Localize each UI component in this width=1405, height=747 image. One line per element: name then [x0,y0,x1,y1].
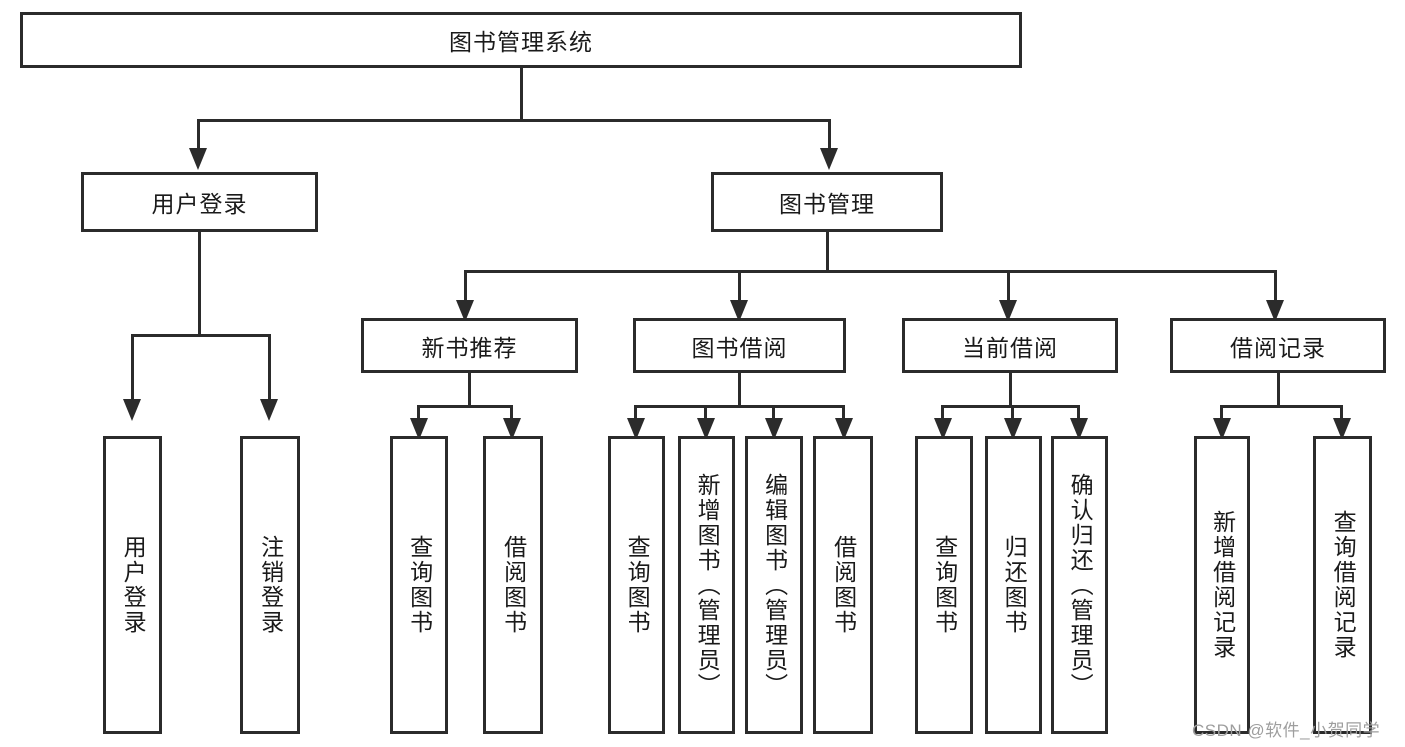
node-label: 图书管理 [779,191,875,217]
arrowhead-leaf-confirm-return [1070,418,1088,440]
node-leaf-add-record[interactable]: 新增借阅记录 [1194,436,1250,734]
arrowhead-to-new-book-recommend [456,300,474,322]
edge-nbr-drop-2 [510,405,513,421]
node-leaf-add-book[interactable]: 新增图书（管理员） [678,436,735,734]
edge-to-borrow-record [1274,270,1277,301]
node-label: 编辑图书（管理员） [761,472,788,698]
node-leaf-user-login[interactable]: 用户登录 [103,436,162,734]
edge-bb-drop-3 [772,405,775,421]
node-label: 注销登录 [257,535,284,635]
edge-borrow-record-stem [1277,373,1280,405]
edge-bb-drop-1 [634,405,637,421]
arrowhead-leaf-query-book-2 [627,418,645,440]
edge-cb-drop-1 [941,405,944,421]
edge-new-book-recommend-stem [468,373,471,405]
node-leaf-borrow-book-2[interactable]: 借阅图书 [813,436,873,734]
arrowhead-to-book-borrow [730,300,748,322]
arrowhead-leaf-query-record [1333,418,1351,440]
node-leaf-query-book-2[interactable]: 查询图书 [608,436,665,734]
node-book-management[interactable]: 图书管理 [711,172,943,232]
arrowhead-to-borrow-record [1266,300,1284,322]
edge-to-book-management [828,119,831,149]
arrowhead-to-user-login [189,148,207,170]
node-label: 新增借阅记录 [1209,510,1236,660]
node-label: 确认归还（管理员） [1067,472,1094,698]
node-leaf-logout-login[interactable]: 注销登录 [240,436,300,734]
edge-bb-drop-4 [842,405,845,421]
arrowhead-to-book-management [820,148,838,170]
node-user-login[interactable]: 用户登录 [81,172,318,232]
edge-cb-drop-3 [1077,405,1080,421]
node-new-book-recommend[interactable]: 新书推荐 [361,318,578,373]
node-label: 图书借阅 [691,334,788,361]
arrowhead-leaf-return-book [1004,418,1022,440]
node-leaf-query-book-1[interactable]: 查询图书 [390,436,448,734]
arrowhead-leaf-borrow-book-2 [835,418,853,440]
node-leaf-edit-book[interactable]: 编辑图书（管理员） [745,436,803,734]
node-label: 归还图书 [1001,535,1028,635]
edge-to-book-borrow [738,270,741,301]
node-book-borrow[interactable]: 图书借阅 [633,318,846,373]
edge-br-drop-2 [1340,405,1343,421]
edge-book-management-stem [826,232,829,271]
node-label: 新增图书（管理员） [694,472,721,698]
watermark-text: CSDN @软件_小贺同学 [1192,721,1381,740]
arrowhead-leaf-logout-login [260,399,278,421]
edge-borrow-record-bar [1220,405,1343,408]
edge-book-borrow-stem [738,373,741,405]
edge-user-login-stem [198,232,201,334]
node-label: 查询图书 [624,535,651,635]
node-label: 借阅记录 [1230,334,1326,361]
edge-user-login-bar [131,334,271,337]
node-leaf-borrow-book-1[interactable]: 借阅图书 [483,436,543,734]
node-label: 图书管理系统 [449,29,593,55]
edge-bb-drop-2 [704,405,707,421]
node-book-management-system[interactable]: 图书管理系统 [20,12,1022,68]
edge-current-borrow-stem [1009,373,1012,405]
edge-new-book-recommend-bar [417,405,513,408]
node-leaf-return-book[interactable]: 归还图书 [985,436,1042,734]
node-label: 用户登录 [151,191,248,217]
edge-nbr-drop-1 [417,405,420,421]
node-leaf-query-book-3[interactable]: 查询图书 [915,436,973,734]
node-leaf-query-record[interactable]: 查询借阅记录 [1313,436,1372,734]
edge-book-borrow-bar [634,405,845,408]
edge-level2-bar [197,119,831,122]
arrowhead-to-current-borrow [999,300,1017,322]
arrowhead-leaf-add-book [697,418,715,440]
edge-user-login-drop-1 [131,334,134,400]
arrowhead-leaf-edit-book [765,418,783,440]
arrowhead-leaf-borrow-book-1 [503,418,521,440]
arrowhead-leaf-query-book-3 [934,418,952,440]
node-label: 新书推荐 [421,334,518,361]
edge-to-user-login [197,119,200,149]
edge-cb-drop-2 [1011,405,1014,421]
edge-to-new-book-recommend [464,270,467,301]
edge-br-drop-1 [1220,405,1223,421]
node-label: 用户登录 [120,535,147,635]
node-leaf-confirm-return[interactable]: 确认归还（管理员） [1051,436,1108,734]
node-label: 当前借阅 [962,334,1058,361]
edge-user-login-drop-2 [268,334,271,400]
edge-root-stem [520,68,523,119]
arrowhead-leaf-user-login [123,399,141,421]
edge-to-current-borrow [1007,270,1010,301]
node-label: 查询图书 [931,535,958,635]
node-label: 查询借阅记录 [1330,510,1357,660]
arrowhead-leaf-query-book-1 [410,418,428,440]
node-label: 查询图书 [406,535,433,635]
node-borrow-record[interactable]: 借阅记录 [1170,318,1386,373]
node-label: 借阅图书 [830,535,857,635]
edge-level3-bar [464,270,1277,273]
arrowhead-leaf-add-record [1213,418,1231,440]
node-label: 借阅图书 [500,535,527,635]
node-current-borrow[interactable]: 当前借阅 [902,318,1118,373]
edge-current-borrow-bar [941,405,1080,408]
